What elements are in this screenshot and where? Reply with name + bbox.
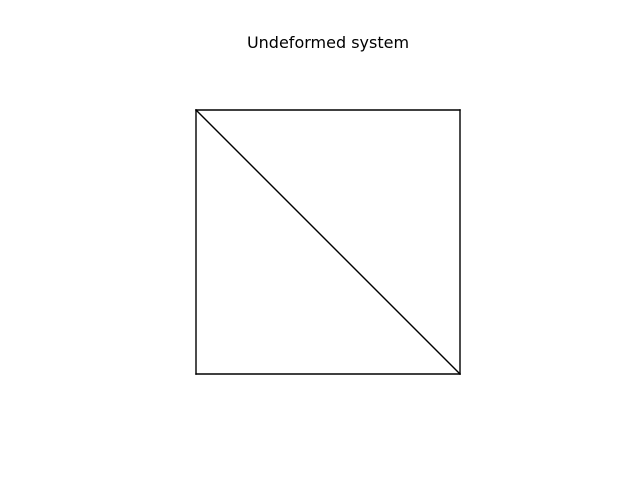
member-e5 xyxy=(195,109,461,375)
figure-title: Undeformed system xyxy=(246,33,410,52)
structure-members xyxy=(195,109,461,375)
